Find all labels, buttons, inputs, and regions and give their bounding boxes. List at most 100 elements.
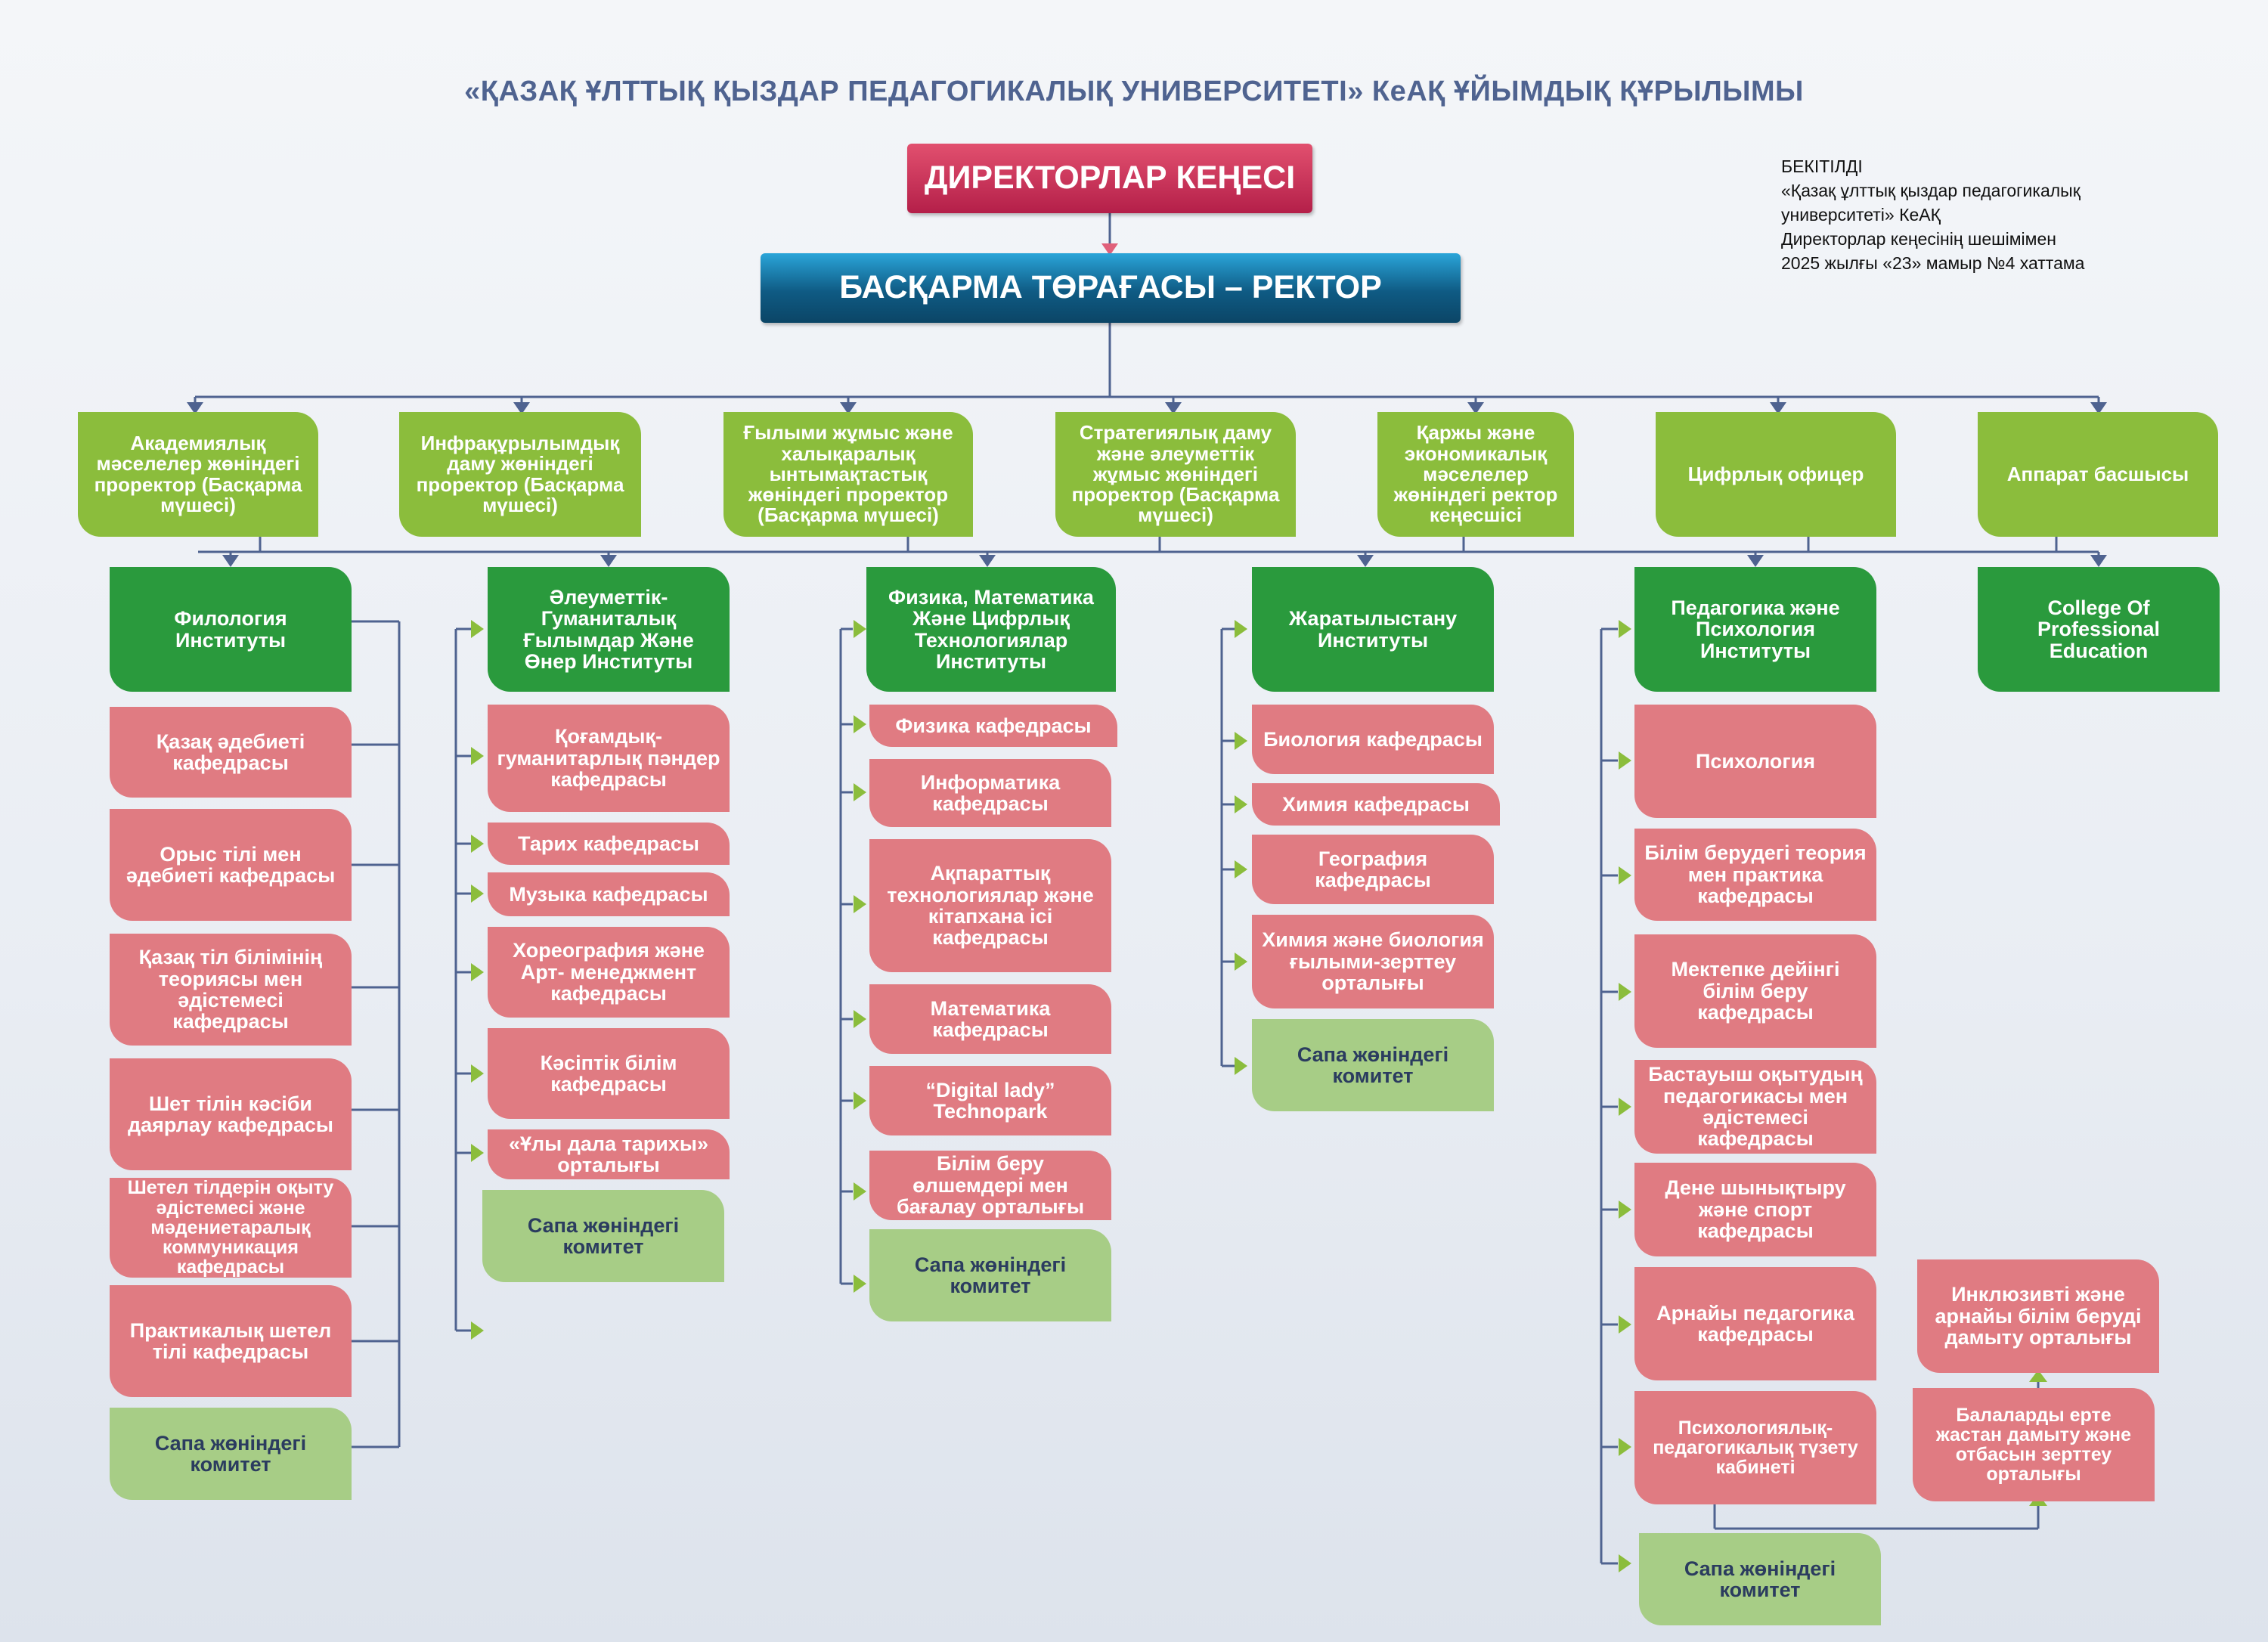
arrow-right-icon [854,1092,866,1110]
approval-line: «Қазақ ұлттық қыздар педагогикалық [1781,181,2081,200]
institute-physics-math: Физика, Математика Және Цифрлық Технолог… [866,567,1116,692]
arrow-right-icon [1619,620,1631,638]
arrow-right-icon [1619,1201,1631,1219]
college-professional-education: College Of Professional Education [1978,567,2220,692]
department-box: Химия және биология ғылыми-зерттеу ортал… [1252,915,1494,1008]
department-box: «Ұлы дала тарихы» орталығы [488,1129,730,1179]
approval-line: университеті» КеАҚ [1781,205,1941,225]
department-box: Практикалық шетел тілі кафедрасы [110,1285,352,1397]
institute-philology: Филология Институты [110,567,352,692]
department-box: Ақпараттық технологиялар және кітапхана … [869,839,1111,972]
arrow-right-icon [1235,795,1247,813]
arrow-down-icon [1101,243,1118,256]
arrow-right-icon [854,715,866,733]
department-box: Білім беру өлшемдері мен бағалау орталығ… [869,1151,1111,1220]
institute-social-humanities: Әлеуметтік-Гуманиталық Ғылымдар Және Өне… [488,567,730,692]
arrow-right-icon [471,620,484,638]
arrow-down-icon [1165,402,1182,414]
approval-line: БЕКІТІЛДІ [1781,156,1863,176]
department-box: Хореография және Арт- менеджмент кафедра… [488,927,730,1018]
arrow-right-icon [854,783,866,801]
digital-officer-box: Цифрлық офицер [1656,412,1896,537]
arrow-up-icon [2029,1370,2047,1382]
approval-stamp: БЕКІТІЛДІ «Қазақ ұлттық қыздар педагогик… [1781,154,2174,275]
approval-line: Директорлар кеңесінің шешімімен [1781,229,2056,249]
arrow-right-icon [471,1321,484,1340]
department-box: Психологиялық-педагогикалық түзету кабин… [1634,1391,1876,1504]
department-box: “Digital lady” Technopark [869,1066,1111,1135]
department-box: Химия кафедрасы [1252,783,1500,826]
department-box: Бастауыш оқытудың педагогикасы мен әдіст… [1634,1060,1876,1154]
department-box: Информатика кафедрасы [869,759,1111,827]
department-box: Психология [1634,705,1876,818]
arrow-down-icon [1770,402,1786,414]
department-box: Арнайы педагогика кафедрасы [1634,1267,1876,1380]
chief-of-staff-box: Аппарат басшысы [1978,412,2218,537]
department-box: Шетел тілдерін оқыту әдістемесі және мәд… [110,1178,352,1278]
vp-academic-box: Академиялық мәселелер жөніндегі проректо… [78,412,318,537]
arrow-down-icon [2090,402,2107,414]
department-box: Шет тілін кәсіби даярлау кафедрасы [110,1058,352,1170]
arrow-down-icon [600,555,617,567]
arrow-down-icon [979,555,996,567]
arrow-right-icon [1619,1098,1631,1116]
quality-committee-box: Сапа жөніндегі комитет [482,1190,724,1282]
arrow-right-icon [854,1010,866,1028]
department-box: Білім берудегі теория мен практика кафед… [1634,829,1876,921]
arrow-right-icon [471,835,484,853]
arrow-right-icon [1235,860,1247,878]
arrow-right-icon [854,1275,866,1293]
approval-line: 2025 жылғы «23» мамыр №4 хаттама [1781,253,2085,273]
arrow-right-icon [1235,1057,1247,1075]
arrow-right-icon [1619,1315,1631,1334]
finance-advisor-box: Қаржы және экономикалық мәселелер жөнінд… [1377,412,1574,537]
arrow-right-icon [471,963,484,981]
department-box: Тарих кафедрасы [488,823,730,865]
department-box: Физика кафедрасы [869,705,1117,747]
institute-pedagogy: Педагогика және Психология Институты [1634,567,1876,692]
arrow-right-icon [1619,1438,1631,1456]
arrow-down-icon [1747,555,1764,567]
arrow-right-icon [471,1144,484,1162]
department-box: Музыка кафедрасы [488,872,730,916]
arrow-right-icon [1619,751,1631,770]
rector-box: БАСҚАРМА ТӨРАҒАСЫ – РЕКТОР [761,253,1461,323]
arrow-right-icon [471,747,484,765]
vp-strategy-box: Стратегиялық даму және әлеуметтік жұмыс … [1055,412,1296,537]
inclusive-center-box: Инклюзивті және арнайы білім беруді дамы… [1917,1259,2159,1373]
vp-infrastructure-box: Инфрақұрылымдық даму жөніндегі проректор… [399,412,641,537]
arrow-down-icon [1357,555,1374,567]
arrow-right-icon [471,885,484,903]
arrow-down-icon [187,402,203,414]
department-box: Орыс тілі мен әдебиеті кафедрасы [110,809,352,921]
page-title: «ҚАЗАҚ ҰЛТТЫҚ ҚЫЗДАР ПЕДАГОГИКАЛЫҚ УНИВЕ… [464,76,1804,107]
arrow-down-icon [222,555,239,567]
arrow-right-icon [1619,983,1631,1001]
department-box: Дене шынықтыру және спорт кафедрасы [1634,1163,1876,1256]
arrow-right-icon [854,1182,866,1201]
arrow-right-icon [1619,1554,1631,1572]
quality-committee-box: Сапа жөніндегі комитет [1639,1533,1881,1625]
quality-committee-box: Сапа жөніндегі комитет [1252,1019,1494,1111]
arrow-right-icon [471,1064,484,1083]
department-box: Қазақ әдебиеті кафедрасы [110,707,352,798]
arrow-right-icon [1235,620,1247,638]
board-of-directors-box: ДИРЕКТОРЛАР КЕҢЕСІ [907,144,1312,213]
department-box: Қоғамдық-гуманитарлық пәндер кафедрасы [488,705,730,812]
department-box: Биология кафедрасы [1252,705,1494,774]
arrow-down-icon [513,402,530,414]
department-box: Мектепке дейінгі білім беру кафедрасы [1634,934,1876,1048]
department-box: Қазақ тіл білімінің теориясы мен әдістем… [110,934,352,1046]
arrow-right-icon [1235,953,1247,971]
arrow-right-icon [1235,732,1247,750]
arrow-down-icon [840,402,857,414]
department-box: География кафедрасы [1252,835,1494,904]
department-box: Математика кафедрасы [869,984,1111,1054]
arrow-right-icon [854,620,866,638]
department-box: Кәсіптік білім кафедрасы [488,1028,730,1119]
arrow-down-icon [1467,402,1484,414]
arrow-right-icon [854,895,866,913]
arrow-down-icon [2090,555,2107,567]
quality-committee-box: Сапа жөніндегі комитет [869,1229,1111,1321]
arrow-right-icon [1619,866,1631,885]
